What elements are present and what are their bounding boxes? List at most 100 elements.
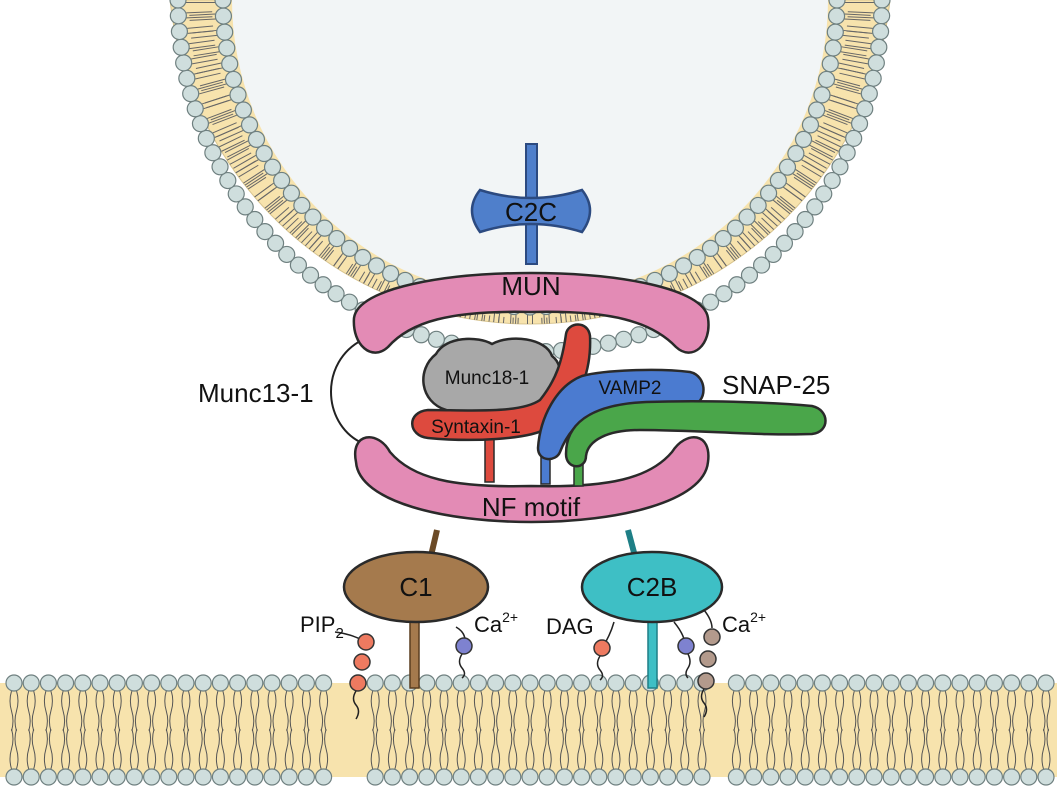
lipid-head [412, 326, 430, 344]
lipid-tail [823, 122, 848, 134]
lipid-tail [816, 129, 841, 142]
lipid-head [728, 276, 746, 294]
lipid-tail [588, 312, 595, 324]
lipid-head [170, 22, 189, 41]
lipid-tail [198, 690, 208, 732]
lipid-tail [842, 58, 869, 65]
lipid-tail [129, 690, 139, 732]
lipid-tail [796, 172, 819, 188]
lipid-tail [801, 164, 825, 180]
lipid-head [674, 257, 693, 275]
lipid-head [224, 70, 243, 89]
lipid-tail [972, 690, 982, 732]
lipid-head [401, 768, 419, 786]
syntaxin-label: Syntaxin-1 [431, 417, 521, 438]
lipid-tail [803, 154, 827, 169]
lipid-tail [808, 152, 832, 166]
lipid-head [263, 158, 282, 176]
lipid-head [315, 219, 334, 237]
lipid-head [204, 144, 222, 162]
lipid-head [221, 55, 239, 73]
lipid-tail [164, 690, 174, 732]
lipid-tail [1007, 728, 1017, 770]
lipid-tail [189, 44, 216, 50]
vamp2-label: VAMP2 [598, 378, 661, 399]
lipid-tail [817, 690, 827, 732]
lipid-head [867, 54, 885, 72]
lipid-head [177, 768, 195, 786]
c2b-domain: C2B [580, 529, 724, 689]
lipid-head [762, 768, 780, 786]
lipid-tail [181, 690, 191, 732]
lipid-tail [525, 690, 535, 732]
lipid-head [676, 674, 694, 692]
lipid-tail [766, 728, 776, 770]
lipid-head [838, 144, 856, 162]
lipid-tail [817, 135, 842, 148]
lipid-head [871, 22, 890, 41]
lipid-tail [749, 690, 759, 732]
lipid-tail [731, 690, 741, 732]
lipid-head [824, 39, 842, 57]
lipid-head [806, 198, 824, 216]
lipid-head [246, 210, 264, 229]
lipid-tail [837, 67, 864, 74]
pip2-lipid [334, 631, 375, 720]
lipid-tail [191, 34, 218, 39]
lipid-head [197, 129, 215, 147]
lipid-head [227, 185, 245, 203]
lipid-tail [989, 690, 999, 732]
lipid-head [175, 54, 193, 72]
mun-label: MUN [501, 271, 560, 301]
ca-left-label: Ca2+ [474, 609, 518, 637]
lipid-tail [195, 62, 222, 69]
lipid-tail [112, 728, 122, 770]
lipid-head [916, 674, 935, 692]
lipid-tail [826, 113, 852, 124]
lipid-tail [187, 25, 214, 29]
lipid-tail [496, 313, 501, 324]
lipid-tail [886, 728, 896, 770]
lipid-tail [886, 690, 896, 732]
lipid-head [740, 266, 759, 284]
lipid-tail [284, 728, 294, 770]
lipid-head [968, 674, 986, 692]
lipid-tail [800, 728, 810, 770]
lipid-tail [811, 140, 836, 154]
lipid-tail [1024, 728, 1034, 770]
lipid-tail [233, 154, 257, 169]
lipid-tail [405, 690, 415, 732]
lipid-head [39, 768, 58, 786]
lipid-head [108, 768, 126, 786]
lipid-tail [815, 139, 840, 152]
lipid-head [899, 674, 918, 692]
lipid-head [263, 768, 281, 786]
lipid-head [282, 184, 301, 202]
lipid-head [726, 219, 745, 237]
lipid-head [916, 768, 935, 786]
lipid-head [214, 7, 233, 25]
lipid-head [56, 674, 75, 692]
lipid-tail [225, 148, 250, 162]
lipid-tail [208, 113, 234, 124]
lipid-tail [186, 11, 213, 14]
lipid-head [246, 768, 264, 786]
lipid-head [293, 196, 311, 215]
lipid-tail [233, 728, 243, 770]
lipid-head [91, 768, 109, 786]
lipid-tail [61, 690, 71, 732]
lipid-tail [786, 182, 808, 199]
lipid-tail [181, 728, 191, 770]
lipid-head [367, 257, 386, 275]
lipid-head [315, 674, 333, 692]
lipid-tail [628, 690, 638, 732]
lipid-head [658, 768, 677, 786]
lipid-tail [195, 72, 221, 80]
lipid-tail [921, 728, 931, 770]
lipid-tail [26, 690, 36, 732]
lipid-tail [491, 690, 501, 732]
lipid-head [882, 768, 900, 786]
lipid-head [693, 768, 711, 786]
lipid-tail [555, 316, 559, 324]
lipid-head [951, 768, 969, 786]
